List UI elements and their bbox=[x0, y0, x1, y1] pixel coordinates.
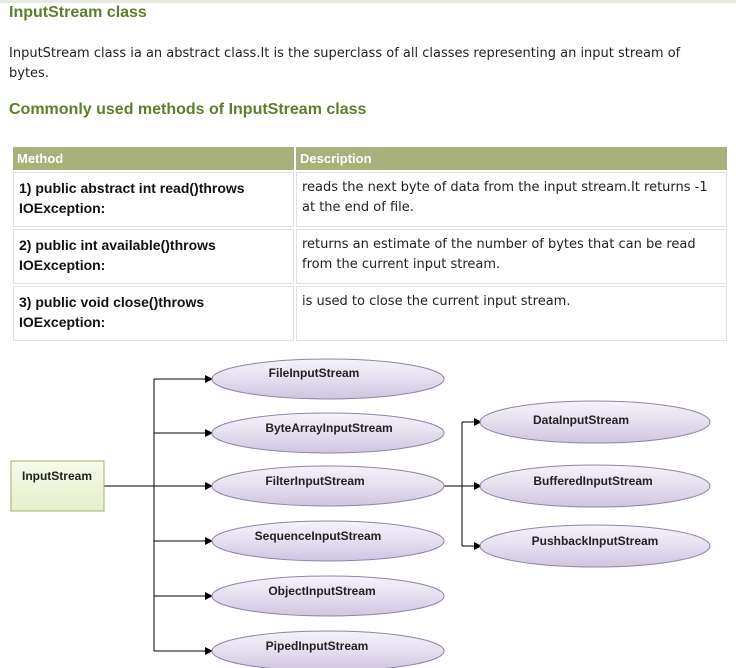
methods-table: Method Description 1) public abstract in… bbox=[11, 145, 729, 343]
node-datainputstream: DataInputStream bbox=[479, 400, 711, 444]
node-label: FileInputStream bbox=[269, 366, 360, 380]
table-row: 1) public abstract int read()throws IOEx… bbox=[13, 172, 727, 227]
node-pipedinputstream: PipedInputStream bbox=[211, 630, 445, 668]
top-border bbox=[0, 0, 736, 3]
node-label: PipedInputStream bbox=[266, 639, 369, 653]
class-hierarchy-diagram: InputStream FileInputStream ByteArrayInp… bbox=[10, 358, 711, 668]
intro-paragraph: InputStream class ia an abstract class.I… bbox=[9, 46, 681, 81]
node-label: SequenceInputStream bbox=[255, 529, 382, 543]
table-row: 2) public int available()throws IOExcept… bbox=[13, 229, 727, 284]
node-fileinputstream: FileInputStream bbox=[211, 358, 445, 400]
method-cell: 1) public abstract int read()throws IOEx… bbox=[13, 172, 294, 227]
method-cell: 3) public void close()throws IOException… bbox=[13, 286, 294, 341]
node-label: DataInputStream bbox=[533, 413, 629, 427]
node-pushbackinputstream: PushbackInputStream bbox=[479, 524, 711, 568]
node-bytearrayinputstream: ByteArrayInputStream bbox=[211, 412, 445, 454]
node-label: InputStream bbox=[22, 469, 92, 483]
node-sequenceinputstream: SequenceInputStream bbox=[211, 520, 445, 562]
connector-lines bbox=[104, 375, 482, 655]
node-label: BufferedInputStream bbox=[533, 474, 652, 488]
header-method: Method bbox=[13, 147, 294, 170]
node-inputstream: InputStream bbox=[10, 460, 105, 512]
table-header-row: Method Description bbox=[13, 147, 727, 170]
table-row: 3) public void close()throws IOException… bbox=[13, 286, 727, 341]
header-description: Description bbox=[296, 147, 727, 170]
description-cell: returns an estimate of the number of byt… bbox=[296, 229, 727, 284]
description-cell: is used to close the current input strea… bbox=[296, 286, 727, 341]
node-label: PushbackInputStream bbox=[532, 534, 659, 548]
section-heading: Commonly used methods of InputStream cla… bbox=[9, 101, 367, 118]
node-filterinputstream: FilterInputStream bbox=[211, 465, 445, 507]
description-cell: reads the next byte of data from the inp… bbox=[296, 172, 727, 227]
method-cell: 2) public int available()throws IOExcept… bbox=[13, 229, 294, 284]
node-bufferedinputstream: BufferedInputStream bbox=[479, 464, 711, 508]
node-label: FilterInputStream bbox=[265, 474, 364, 488]
node-label: ByteArrayInputStream bbox=[265, 421, 392, 435]
node-label: ObjectInputStream bbox=[268, 584, 375, 598]
page-title: InputStream class bbox=[9, 4, 147, 21]
node-objectinputstream: ObjectInputStream bbox=[211, 575, 445, 617]
